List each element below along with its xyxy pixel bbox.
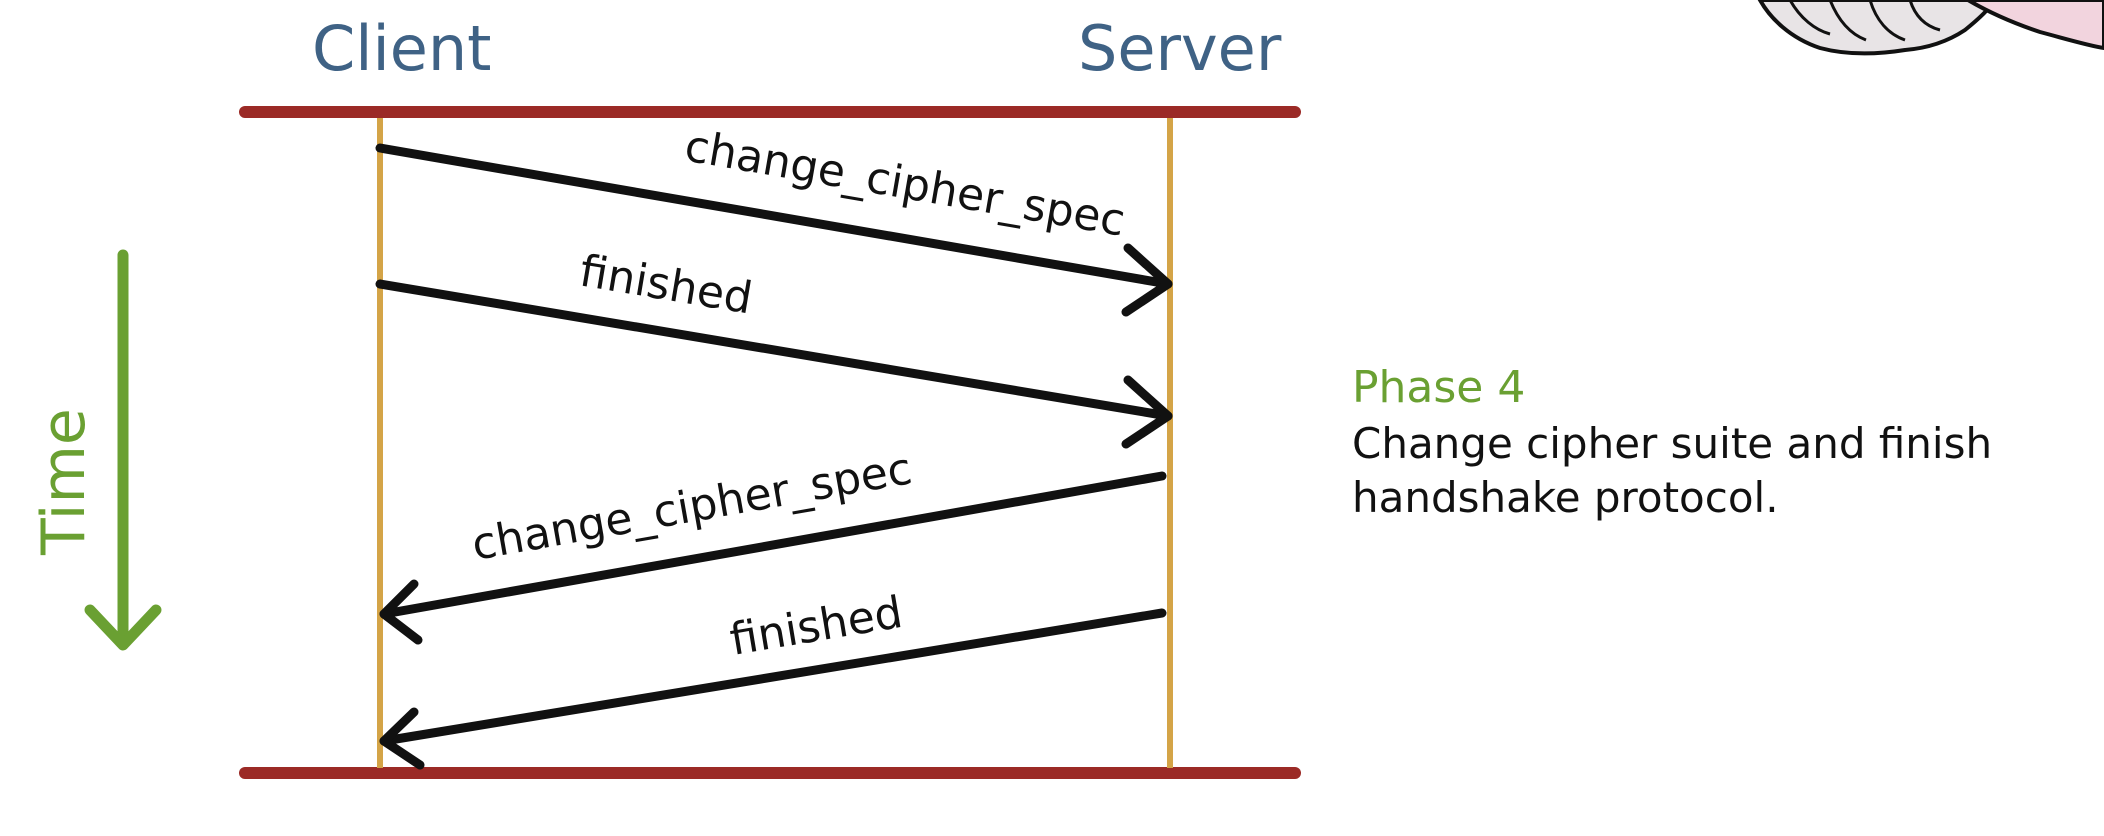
client-label: Client [312,12,492,85]
phase-title: Phase 4 [1352,362,1525,413]
time-arrow [84,249,162,651]
message-label-4: finished [726,587,906,666]
phase-description-line-1: Change cipher suite and finish [1352,419,1992,468]
time-label: Time [29,408,99,556]
message-arrow-1 [375,143,1173,317]
hand-illustration [1757,0,2104,56]
phase-description-line-2: handshake protocol. [1352,473,1779,522]
server-label: Server [1078,12,1282,85]
message-arrow-3 [379,471,1167,645]
message-label-1: change_cipher_spec [681,121,1129,247]
message-arrow-4 [379,608,1167,770]
message-label-2: finished [576,246,756,325]
message-label-3: change_cipher_spec [468,443,916,571]
message-arrow-2 [375,279,1173,449]
